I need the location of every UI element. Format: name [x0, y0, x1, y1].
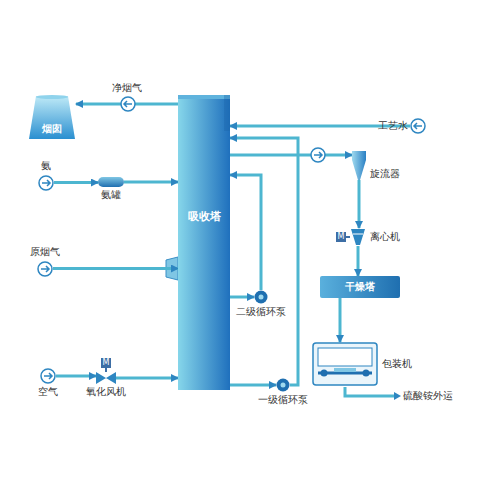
- pump-icon: [254, 290, 268, 304]
- node-text: 氧化风机: [86, 386, 126, 399]
- node-text: 原烟气: [30, 246, 60, 259]
- tank-icon: [98, 177, 124, 187]
- flow-line: [358, 180, 361, 228]
- node-text: 工艺水: [378, 120, 408, 133]
- graphic-part: [318, 348, 372, 366]
- product-outlet-line: [345, 387, 396, 396]
- flow-line: [230, 296, 254, 299]
- graphic-part: [178, 95, 230, 390]
- node-text: 吸收塔: [188, 210, 221, 224]
- inlet-node: 氨: [38, 160, 54, 191]
- icon-node: 包装机: [312, 342, 412, 386]
- graphic-part: [38, 262, 52, 276]
- graphic-part: [259, 295, 264, 300]
- flow-marker: [311, 148, 325, 162]
- machine-icon: [312, 342, 378, 386]
- node-text: 氨: [41, 160, 51, 173]
- circle-icon: [410, 118, 426, 134]
- inlet-node: 工艺水: [378, 118, 426, 134]
- inlet-node: 空气: [38, 368, 58, 399]
- motor-stem: [105, 368, 107, 372]
- flow-line: [54, 181, 98, 184]
- edge-label: 净烟气: [110, 82, 144, 95]
- graphic-part: [353, 234, 363, 235]
- icon-node: 旋流器: [352, 150, 400, 180]
- node-text: 氨罐: [101, 189, 121, 202]
- graphic-part: [352, 151, 366, 180]
- circle-icon: [40, 368, 56, 384]
- graphic-part: [334, 368, 356, 372]
- icon-node: 离心机: [350, 228, 400, 246]
- graphic-part: [224, 95, 230, 131]
- graphic-part: [41, 266, 49, 272]
- output-label: 硫酸铵外运: [403, 390, 453, 403]
- node-text: 干燥塔: [345, 281, 375, 294]
- flow-line: [230, 154, 352, 157]
- motor-stem: [346, 236, 350, 238]
- tower-shape: [178, 95, 230, 390]
- graphic-part: [363, 370, 370, 377]
- flow-marker-arrow: [314, 152, 322, 158]
- motor-symbol: M: [336, 232, 346, 242]
- graphic-part: [351, 229, 365, 245]
- node-text: 离心机: [370, 231, 400, 244]
- graphic-part: [36, 95, 68, 99]
- graphic-part: [411, 119, 425, 133]
- graphic-part: [39, 176, 53, 190]
- flow-line: [230, 138, 298, 385]
- tower-node: 吸收塔: [178, 95, 230, 390]
- flow-marker-circle: [311, 148, 325, 162]
- icon-node: 一级循环泵: [258, 378, 308, 407]
- node-text: 二级循环泵: [236, 306, 286, 319]
- graphic-part: [96, 372, 116, 384]
- flow-marker: [121, 97, 135, 111]
- box-node: 干燥塔: [320, 276, 400, 298]
- flow-line: [230, 175, 261, 290]
- node-text: 空气: [38, 386, 58, 399]
- flow-line: [116, 377, 178, 380]
- circle-icon: [37, 261, 53, 277]
- graphic-part: [178, 95, 230, 99]
- motor-symbol: M: [101, 358, 111, 368]
- graphic-part: [42, 180, 50, 186]
- graphic-part: [281, 383, 286, 388]
- flow-line: [56, 375, 96, 378]
- chimney-node: 烟囱: [28, 95, 76, 140]
- cyclone-icon: [352, 150, 366, 180]
- icon-node: 氨罐: [98, 177, 124, 202]
- node-text: 烟囱: [42, 123, 62, 136]
- graphic-part: [321, 370, 328, 377]
- centrifuge-icon: [350, 228, 366, 246]
- icon-node: 氧化风机: [86, 372, 126, 399]
- graphic-part: [414, 123, 422, 129]
- graphic-part: [41, 369, 55, 383]
- node-text: 一级循环泵: [258, 394, 308, 407]
- icon-node: 二级循环泵: [236, 290, 286, 319]
- flow-marker-arrow: [124, 101, 132, 107]
- graphic-part: [313, 343, 377, 385]
- graphic-part: [29, 96, 75, 139]
- inlet-node: 原烟气: [30, 246, 60, 277]
- flow-marker-circle: [121, 97, 135, 111]
- graphic-part: [255, 291, 268, 304]
- graphic-part: [277, 379, 290, 392]
- flow-line: [124, 181, 178, 184]
- flow-line: [230, 384, 276, 387]
- flow-line: [53, 267, 178, 270]
- node-text: 旋流器: [370, 168, 400, 181]
- valve-icon: [96, 372, 116, 384]
- circle-icon: [38, 175, 54, 191]
- product-outlet-head: [394, 392, 401, 400]
- pump-icon: [276, 378, 290, 392]
- flow-line: [339, 298, 342, 342]
- graphic-part: [98, 177, 124, 187]
- flow-line: [357, 246, 360, 276]
- graphic-part: [44, 373, 52, 379]
- node-text: 包装机: [382, 358, 412, 371]
